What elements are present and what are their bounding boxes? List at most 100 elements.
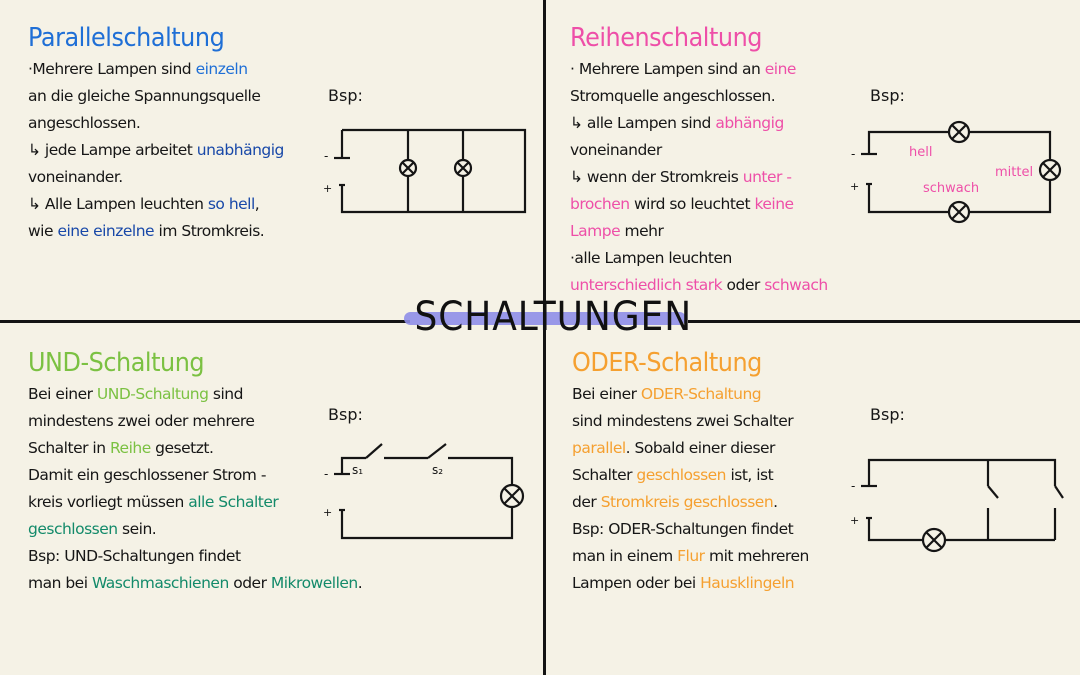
label-s1: s₁: [352, 463, 363, 477]
text-segment: Bsp: UND-Schaltungen findet: [28, 547, 241, 565]
text-segment: ↳ alle Lampen sind: [570, 114, 716, 132]
highlighted-text: abhängig: [715, 114, 784, 132]
text-line: kreis vorliegt müssen alle Schalter: [28, 489, 362, 516]
text-line: Bei einer ODER-Schaltung: [572, 381, 809, 408]
highlighted-text: Reihe: [109, 439, 151, 457]
text-line: an die gleiche Spannungsquelle: [28, 83, 284, 110]
text-line: der Stromkreis geschlossen.: [572, 489, 809, 516]
bsp-label-oder: Bsp:: [870, 405, 905, 424]
text-line: Lampe mehr: [570, 218, 828, 245]
text-segment: .: [773, 493, 778, 511]
highlighted-text: Hausklingeln: [700, 574, 795, 592]
label-mittel: mittel: [995, 165, 1033, 180]
text-line: ·alle Lampen leuchten: [570, 245, 828, 272]
und-circuit-diagram: - + s₁ s₂: [323, 443, 525, 540]
highlighted-text: Stromkreis geschlossen: [600, 493, 774, 511]
highlighted-text: unterschiedlich stark: [570, 276, 723, 294]
section-title-oder-schaltung: ODER-Schaltung: [572, 348, 762, 378]
reihen-circuit-diagram: - + hell mittel schwach: [850, 120, 1062, 224]
highlighted-text: so hell: [207, 195, 255, 213]
text-line: Bsp: UND-Schaltungen findet: [28, 543, 362, 570]
svg-text:-: -: [324, 467, 328, 481]
text-line: mindestens zwei oder mehrere: [28, 408, 362, 435]
text-segment: wie: [28, 222, 58, 240]
parallel-circuit-diagram: - +: [323, 128, 527, 214]
section-parallelschaltung: Parallelschaltung ·Mehrere Lampen sind e…: [28, 22, 284, 245]
highlighted-text: keine: [754, 195, 794, 213]
text-segment: ↳ Alle Lampen leuchten: [28, 195, 208, 213]
svg-text:-: -: [851, 147, 855, 161]
svg-text:+: +: [850, 514, 859, 527]
text-block-parallelschaltung: ·Mehrere Lampen sind einzeln an die gleic…: [28, 56, 284, 245]
text-segment: mit mehreren: [704, 547, 809, 565]
text-segment: oder: [722, 276, 765, 294]
text-segment: wird so leuchtet: [629, 195, 755, 213]
highlighted-text: Flur: [677, 547, 705, 565]
text-segment: Bei einer: [572, 385, 641, 403]
section-title-parallelschaltung: Parallelschaltung: [28, 23, 225, 53]
highlighted-text: parallel: [572, 439, 626, 457]
section-title-reihenschaltung: Reihenschaltung: [570, 23, 763, 53]
text-segment: Bsp: ODER-Schaltungen findet: [572, 520, 794, 538]
text-segment: mehr: [620, 222, 664, 240]
text-line: Lampen oder bei Hausklingeln: [572, 570, 809, 597]
text-segment: der: [572, 493, 601, 511]
text-segment: man bei: [28, 574, 92, 592]
text-segment: angeschlossen.: [28, 114, 141, 132]
text-segment: oder: [228, 574, 271, 592]
text-segment: an die gleiche Spannungsquelle: [28, 87, 261, 105]
text-line: Schalter geschlossen ist, ist: [572, 462, 809, 489]
text-line: man in einem Flur mit mehreren: [572, 543, 809, 570]
text-segment: Lampen oder bei: [572, 574, 701, 592]
text-line: ↳ alle Lampen sind abhängig: [570, 110, 828, 137]
highlighted-text: geschlossen: [28, 520, 118, 538]
text-segment: voneinander.: [28, 168, 123, 186]
text-line: man bei Waschmaschienen oder Mikrowellen…: [28, 570, 363, 597]
main-title: SCHALTUNGEN: [414, 294, 693, 340]
text-segment: sind: [208, 385, 244, 403]
highlighted-text: brochen: [570, 195, 630, 213]
text-segment: Schalter in: [28, 439, 110, 457]
text-line: sind mindestens zwei Schalter: [572, 408, 809, 435]
highlighted-text: geschlossen: [636, 466, 727, 484]
text-segment: kreis vorliegt müssen: [28, 493, 189, 511]
label-schwach: schwach: [923, 181, 979, 196]
bsp-label-und: Bsp:: [328, 405, 363, 424]
text-segment: sein.: [117, 520, 157, 538]
text-segment: mindestens zwei oder mehrere: [28, 412, 255, 430]
text-segment: ↳ jede Lampe arbeitet: [28, 141, 197, 159]
highlighted-text: einzeln: [195, 60, 248, 78]
svg-text:+: +: [850, 180, 859, 193]
text-line: Damit ein geschlossener Strom -: [28, 462, 362, 489]
bsp-label-reihen: Bsp:: [870, 86, 905, 105]
text-segment: man in einem: [572, 547, 678, 565]
section-title-und-schaltung: UND-Schaltung: [28, 348, 205, 378]
text-segment: Schalter: [572, 466, 637, 484]
svg-text:+: +: [323, 506, 332, 519]
text-line: ↳ Alle Lampen leuchten so hell,: [28, 191, 284, 218]
text-segment: ·Mehrere Lampen sind: [28, 60, 196, 78]
svg-text:+: +: [323, 182, 332, 195]
text-line: Bsp: ODER-Schaltungen findet: [572, 516, 809, 543]
text-line: brochen wird so leuchtet keine: [570, 191, 828, 218]
highlighted-text: schwach: [764, 276, 828, 294]
text-segment: Bei einer: [28, 385, 97, 403]
label-s2: s₂: [432, 463, 443, 477]
text-segment: ,: [254, 195, 260, 213]
horizontal-divider-right: [688, 320, 1080, 323]
text-segment: . Sobald einer dieser: [625, 439, 776, 457]
text-line: angeschlossen.: [28, 110, 284, 137]
highlighted-text: Waschmaschienen: [91, 574, 229, 592]
highlighted-text: eine: [764, 60, 797, 78]
text-line: ↳ jede Lampe arbeitet unabhängig: [28, 137, 284, 164]
text-segment: · Mehrere Lampen sind an: [570, 60, 765, 78]
text-line: Stromquelle angeschlossen.: [570, 83, 828, 110]
text-line: · Mehrere Lampen sind an eine: [570, 56, 828, 83]
title-highlight: [404, 312, 686, 325]
highlighted-text: Mikrowellen: [270, 574, 358, 592]
section-und-schaltung: UND-Schaltung Bei einer UND-Schaltung si…: [28, 347, 363, 597]
text-line: Schalter in Reihe gesetzt.: [28, 435, 362, 462]
